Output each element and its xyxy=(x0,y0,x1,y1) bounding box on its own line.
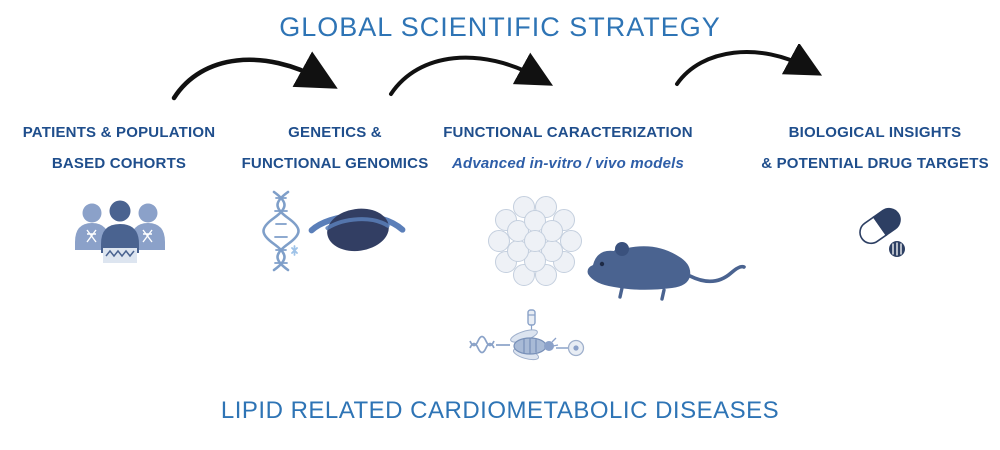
stage-label-line1: GENETICS & xyxy=(288,124,382,141)
footer-title: LIPID RELATED CARDIOMETABOLIC DISEASES xyxy=(220,397,780,424)
cell-spheroid-icon xyxy=(488,196,582,286)
protein-globule-icon xyxy=(308,208,406,252)
stage-biological-insights: BIOLOGICAL INSIGHTS & POTENTIAL DRUG TAR… xyxy=(755,124,995,172)
flow-arrow-3 xyxy=(675,44,823,86)
stage-patients-cohorts: PATIENTS & POPULATION BASED COHORTS xyxy=(0,124,238,172)
dna-helix-icon xyxy=(262,190,406,272)
stage-functional-characterization: FUNCTIONAL CARACTERIZATION Advanced in-v… xyxy=(428,124,708,172)
stage-label-line2: Advanced in-vitro / vivo models xyxy=(451,155,685,172)
page-title: GLOBAL SCIENTIFIC STRATEGY xyxy=(279,12,721,42)
stage-label-line2: FUNCTIONAL GENOMICS xyxy=(241,155,429,172)
flow-arrow-2 xyxy=(389,52,554,96)
drug-capsule-icon xyxy=(859,207,905,257)
stage-genetics-genomics: GENETICS & FUNCTIONAL GENOMICS xyxy=(238,124,432,172)
population-cohort-icon xyxy=(75,200,165,263)
mouse-icon xyxy=(587,242,746,301)
stage-label-line1: PATIENTS & POPULATION xyxy=(22,124,216,141)
tablet-icon xyxy=(889,241,905,257)
stage-label-line2: BASED COHORTS xyxy=(51,155,187,172)
stage-label-line2: & POTENTIAL DRUG TARGETS xyxy=(761,155,989,172)
stage-label-line1: BIOLOGICAL INSIGHTS xyxy=(788,124,962,141)
stage-label-line1: FUNCTIONAL CARACTERIZATION xyxy=(443,124,693,141)
flow-arrow-1 xyxy=(171,51,338,101)
fly-embryo-dna-icon xyxy=(469,309,585,361)
